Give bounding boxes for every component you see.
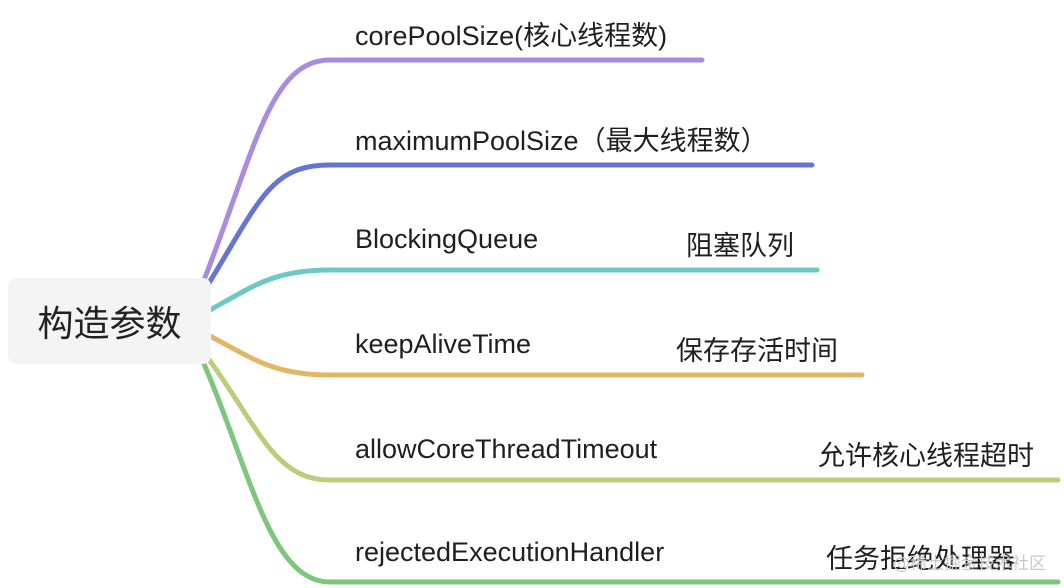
- branch-label-rejected-execution-handler: rejectedExecutionHandler: [355, 537, 665, 567]
- branch-label-maximum-pool-size: maximumPoolSize（最大线程数）: [355, 126, 768, 156]
- root-node-label: 构造参数: [37, 304, 182, 345]
- root-node: 构造参数: [8, 278, 211, 364]
- branch-desc-keep-alive-time: 保存存活时间: [676, 336, 838, 367]
- branch-label-allow-core-thread-timeout: allowCoreThreadTimeout: [355, 434, 658, 464]
- branch-desc-blocking-queue: 阻塞队列: [686, 231, 794, 262]
- branch-connector-core-pool-size: [201, 57, 705, 283]
- branch-label-blocking-queue: BlockingQueue: [355, 224, 539, 254]
- branch-connector-keep-alive-time: [207, 333, 865, 378]
- branch-connector-blocking-queue: [207, 267, 820, 313]
- branch-connector-maximum-pool-size: [203, 162, 815, 291]
- branch-connector-allow-core-thread-timeout: [205, 355, 1061, 483]
- watermark: @稀土掘金技术社区: [893, 554, 1046, 574]
- branch-label-core-pool-size: corePoolSize(核心线程数): [355, 21, 668, 51]
- branch-label-keep-alive-time: keepAliveTime: [355, 329, 532, 359]
- branch-desc-rejected-execution-handler: 任务拒绝处理器: [826, 544, 1015, 575]
- branch-connector-rejected-execution-handler: [201, 361, 1061, 585]
- branch-desc-allow-core-thread-timeout: 允许核心线程超时: [818, 441, 1034, 472]
